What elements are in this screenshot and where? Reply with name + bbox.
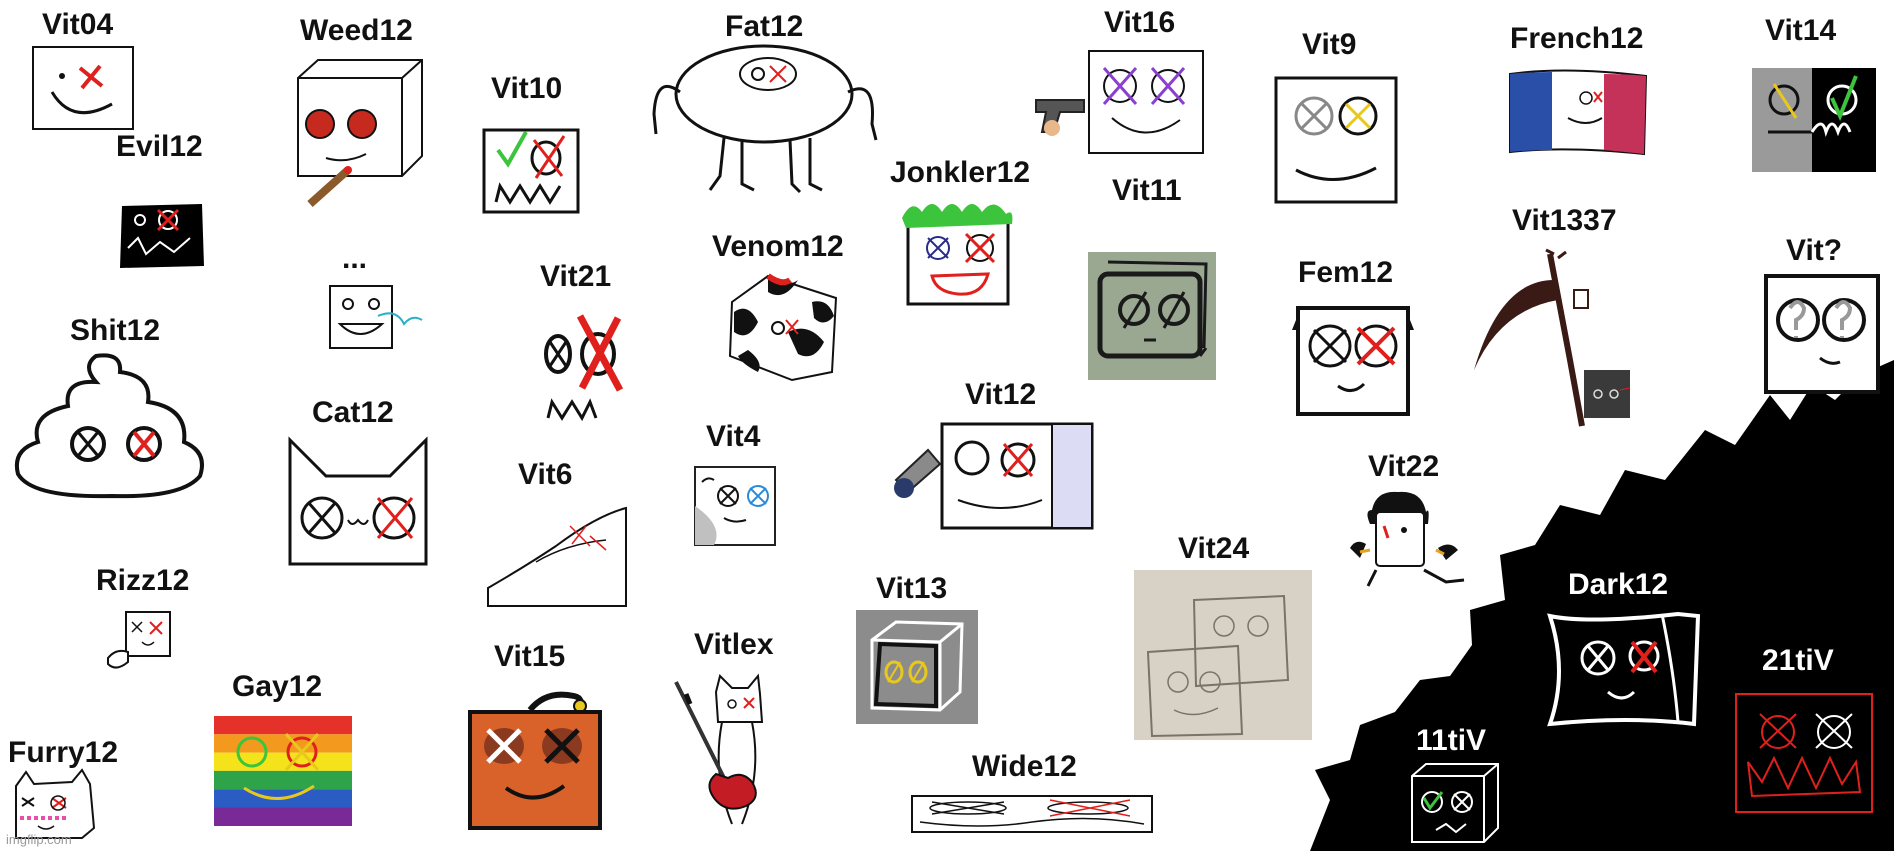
- character-rizz12: [106, 608, 172, 672]
- label-fem12: Fem12: [1298, 256, 1394, 289]
- character-vit6: [486, 506, 628, 608]
- character-french12: [1506, 68, 1652, 160]
- label-jonkler12: Jonkler12: [890, 156, 1031, 189]
- character-vit22: [1346, 490, 1466, 590]
- character-vit04: [32, 46, 134, 130]
- label-cat12: Cat12: [312, 396, 394, 429]
- character-vit13: [856, 610, 978, 724]
- character-fem12: [1290, 300, 1416, 418]
- character-vit14: [1752, 68, 1876, 172]
- character-gay12: [214, 716, 352, 826]
- label-21tiv: 21tiV: [1762, 644, 1834, 677]
- label-fat12: Fat12: [725, 10, 804, 43]
- label-dots: ...: [342, 242, 368, 275]
- label-furry12: Furry12: [8, 736, 119, 769]
- character-vit15: [466, 690, 604, 832]
- character-dots: [328, 284, 424, 352]
- character-11tiv: [1410, 762, 1500, 844]
- label-shit12: Shit12: [70, 314, 161, 347]
- label-11tiv: 11tiV: [1416, 724, 1487, 757]
- character-vit21: [538, 308, 628, 428]
- label-french12: French12: [1510, 22, 1644, 55]
- label-vit24: Vit24: [1178, 532, 1250, 565]
- label-evil12: Evil12: [116, 130, 203, 163]
- character-cat12: [286, 436, 430, 568]
- label-vit21: Vit21: [540, 260, 612, 293]
- label-vit04: Vit04: [42, 8, 114, 41]
- label-vit4: Vit4: [706, 420, 761, 453]
- character-furry12: [12, 768, 98, 840]
- label-vit1337: Vit1337: [1512, 204, 1617, 237]
- label-wide12: Wide12: [972, 750, 1077, 783]
- character-vit9: [1274, 76, 1398, 204]
- label-vitq: Vit?: [1786, 234, 1843, 267]
- label-gay12: Gay12: [232, 670, 323, 703]
- label-vit22: Vit22: [1368, 450, 1440, 483]
- label-vit10: Vit10: [491, 72, 563, 105]
- character-vit4: [694, 466, 776, 546]
- character-vit11: [1088, 252, 1216, 380]
- label-vit15: Vit15: [494, 640, 566, 673]
- character-21tiv: [1734, 692, 1874, 814]
- character-vit1337: [1470, 248, 1631, 430]
- character-dark12: [1547, 611, 1701, 728]
- character-shit12: [12, 352, 210, 500]
- label-vit6: Vit6: [518, 458, 573, 491]
- character-wide12: [910, 794, 1154, 834]
- label-vit14: Vit14: [1765, 14, 1837, 47]
- label-rizz12: Rizz12: [96, 564, 190, 597]
- label-vit13: Vit13: [876, 572, 948, 605]
- character-vitq: [1764, 274, 1880, 394]
- label-vit11: Vit11: [1112, 174, 1182, 207]
- label-vit12: Vit12: [965, 378, 1037, 411]
- character-evil12: [118, 202, 206, 270]
- label-dark12: Dark12: [1568, 568, 1669, 601]
- character-vit12: [892, 420, 1096, 532]
- character-venom12: [728, 272, 838, 382]
- imgflip-watermark: imgflip.com: [6, 832, 72, 847]
- character-vit10: [480, 116, 582, 216]
- label-vit9: Vit9: [1302, 28, 1357, 61]
- label-weed12: Weed12: [300, 14, 413, 47]
- character-vitlex: [672, 673, 784, 834]
- label-vitlex: Vitlex: [694, 628, 774, 661]
- character-weed12: [296, 58, 426, 208]
- character-vit24: [1134, 570, 1312, 740]
- label-vit16: Vit16: [1104, 6, 1176, 39]
- character-jonkler12: [902, 198, 1014, 308]
- label-venom12: Venom12: [712, 230, 844, 263]
- character-fat12: [650, 44, 880, 194]
- gun-icon: [1032, 92, 1088, 138]
- character-vit16: [1088, 50, 1204, 154]
